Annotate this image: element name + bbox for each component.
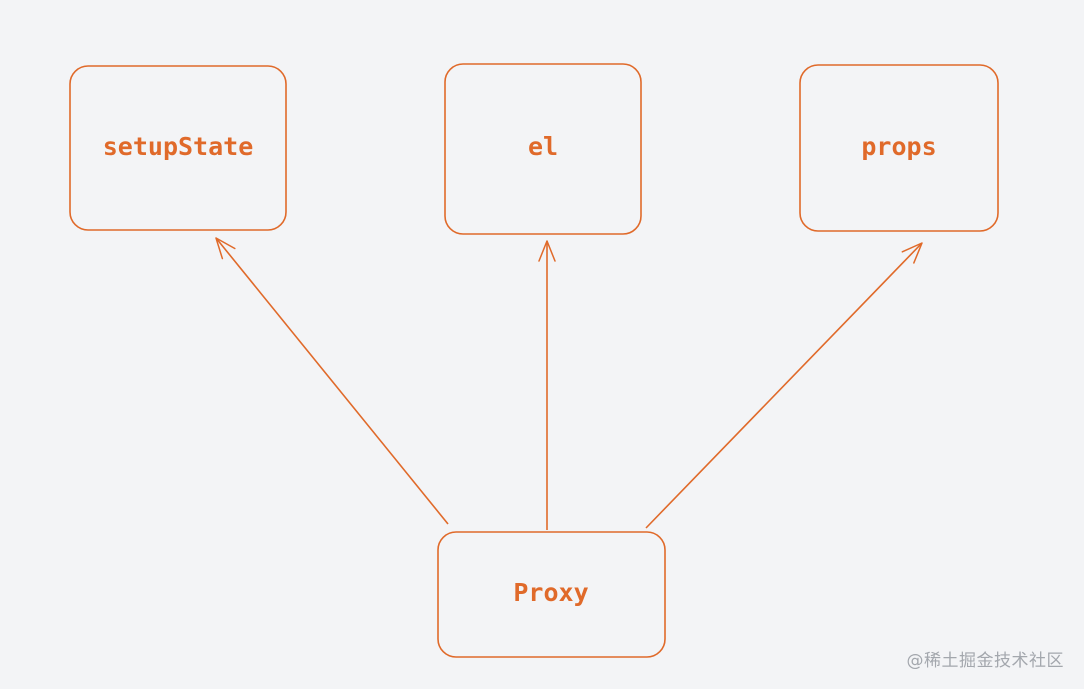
- node-el[interactable]: el: [444, 63, 642, 235]
- node-props-label: props: [861, 132, 936, 161]
- arrow-proxy-to-setupstate: [215, 237, 449, 525]
- node-el-label: el: [528, 132, 558, 161]
- watermark-text: @稀土掘金技术社区: [906, 651, 1064, 671]
- node-setupstate[interactable]: setupState: [69, 65, 287, 231]
- node-setupstate-label: setupState: [103, 132, 254, 161]
- node-props[interactable]: props: [799, 64, 999, 232]
- arrow-proxy-to-props: [645, 242, 923, 529]
- node-proxy-label: Proxy: [513, 578, 588, 607]
- node-proxy[interactable]: Proxy: [437, 531, 666, 658]
